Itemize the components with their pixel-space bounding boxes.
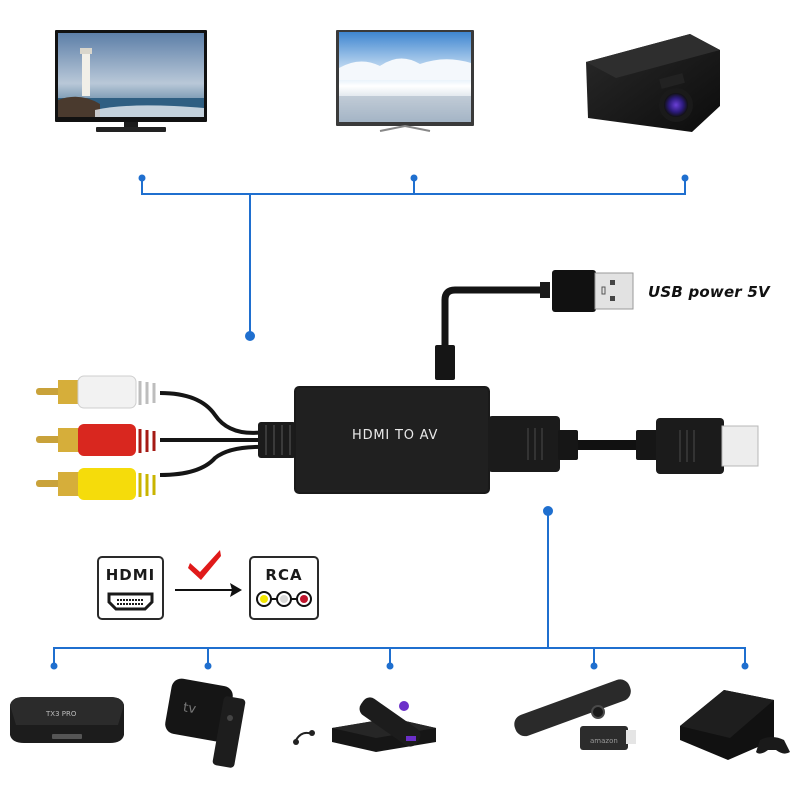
apple-tv-icon[interactable]: tv	[164, 677, 246, 768]
check-mark-icon	[188, 550, 221, 580]
rca-red-plug	[36, 424, 156, 456]
rca-white-plug	[36, 375, 156, 409]
svg-text:TX3 PRO: TX3 PRO	[45, 710, 77, 718]
usb-plug-icon	[552, 270, 634, 312]
hdmi-plug-right	[636, 418, 759, 474]
arrow-right-icon	[175, 583, 242, 597]
rca-icon-box: RCA	[249, 556, 319, 620]
tv-box-icon[interactable]: TX3 PRO	[10, 697, 124, 743]
bottom-connector	[53, 647, 746, 665]
rca-jacks-icon	[256, 591, 312, 607]
converter-label: HDMI TO AV	[352, 428, 439, 443]
fire-stick-icon[interactable]: amazon	[511, 677, 636, 750]
tv-icon[interactable]	[336, 30, 474, 132]
hdmi-icon-box: HDMI	[97, 556, 164, 620]
svg-text:amazon: amazon	[590, 737, 618, 745]
hdmi-icon-label: HDMI	[105, 566, 156, 584]
hdmi-plug-left	[488, 416, 578, 472]
usb-power-label: USB power 5V	[648, 283, 770, 301]
micro-usb-plug	[435, 345, 455, 380]
rca-icon-label: RCA	[265, 566, 303, 584]
tv-icon[interactable]	[55, 30, 207, 132]
game-console-icon[interactable]	[680, 690, 790, 760]
svg-text:tv: tv	[182, 700, 198, 717]
hdmi-port-icon	[107, 592, 154, 611]
roku-icon[interactable]	[293, 694, 436, 752]
rca-yellow-plug	[36, 468, 156, 500]
projector-icon[interactable]	[586, 34, 720, 132]
